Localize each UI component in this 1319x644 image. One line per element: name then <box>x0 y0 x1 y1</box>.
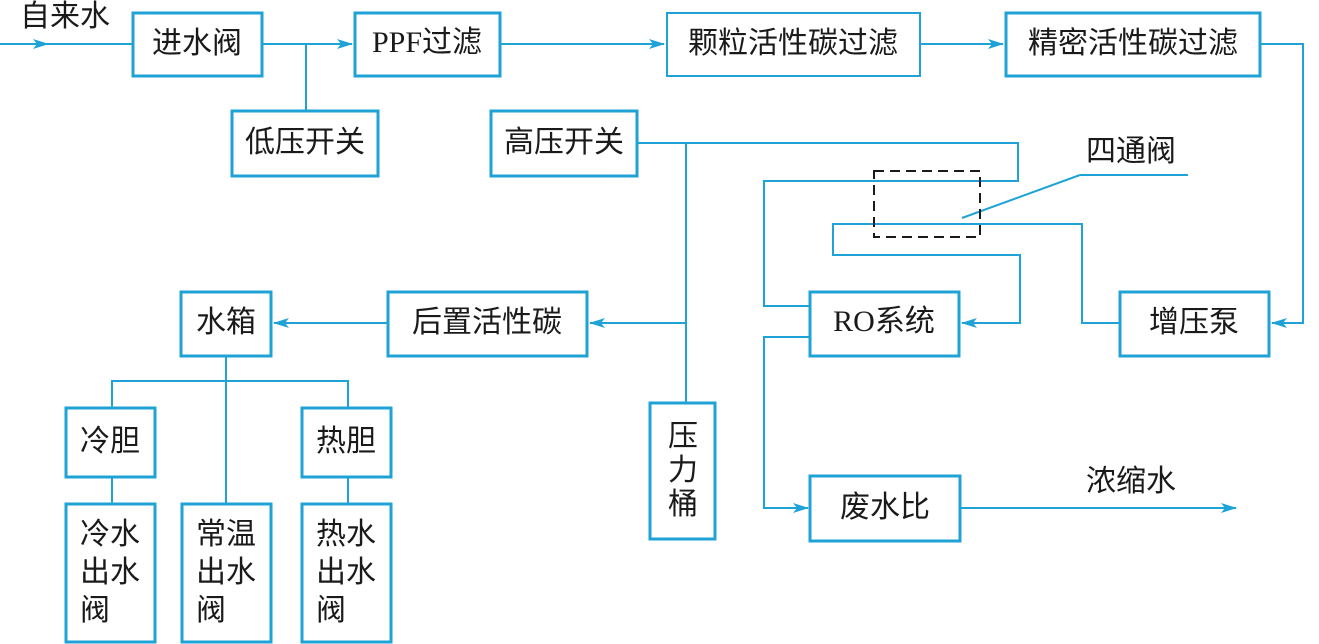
node-water-tank: 水箱 <box>179 290 273 358</box>
node-normal-outlet-label-2: 出水 <box>196 555 256 590</box>
node-waste-ratio: 废水比 <box>808 474 962 543</box>
label-concentrate: 浓缩水 <box>1086 464 1176 499</box>
line-tank-distribution <box>111 380 349 408</box>
node-cold-outlet-label-2: 出水 <box>80 555 140 590</box>
node-normal-outlet-valve: 常温 出水 阀 <box>180 502 273 644</box>
node-cold-tank: 冷胆 <box>64 406 157 479</box>
node-normal-outlet-label-1: 常温 <box>196 517 256 552</box>
node-ppf-filter: PPF过滤 <box>353 11 502 78</box>
node-pressure-bucket-label-2: 力 <box>668 453 698 488</box>
line-ro-to-waste-ratio <box>763 336 810 513</box>
node-cold-tank-label: 冷胆 <box>80 424 140 459</box>
node-pressure-bucket: 压 力 桶 <box>648 401 717 541</box>
node-normal-outlet-label-3: 阀 <box>196 593 226 628</box>
node-precision-carbon: 精密活性碳过滤 <box>1004 11 1262 78</box>
node-low-pressure-switch-label: 低压开关 <box>245 125 365 160</box>
node-hot-outlet-label-2: 出水 <box>316 555 376 590</box>
node-pressure-bucket-label-3: 桶 <box>668 487 698 522</box>
node-hot-tank: 热胆 <box>300 406 393 479</box>
node-granular-carbon-label: 颗粒活性碳过滤 <box>688 26 898 61</box>
node-low-pressure-switch: 低压开关 <box>230 109 380 178</box>
four-way-valve-region <box>873 170 981 238</box>
connectors <box>0 39 1304 513</box>
node-granular-carbon: 颗粒活性碳过滤 <box>666 12 921 77</box>
node-cold-outlet-label-3: 阀 <box>80 593 110 628</box>
node-hot-tank-label: 热胆 <box>316 424 376 459</box>
node-post-carbon: 后置活性碳 <box>386 290 589 358</box>
node-ro-system-label: RO系统 <box>833 305 935 338</box>
node-precision-carbon-label: 精密活性碳过滤 <box>1028 26 1238 61</box>
node-waste-ratio-label: 废水比 <box>840 490 930 525</box>
node-high-pressure-switch: 高压开关 <box>489 109 639 178</box>
node-post-carbon-label: 后置活性碳 <box>412 305 562 340</box>
node-hot-outlet-valve: 热水 出水 阀 <box>300 502 393 644</box>
node-ppf-filter-label: PPF过滤 <box>372 26 482 59</box>
node-high-pressure-switch-label: 高压开关 <box>504 125 624 160</box>
node-hot-outlet-label-3: 阀 <box>316 593 346 628</box>
node-inlet-valve-label: 进水阀 <box>152 26 242 61</box>
line-precision-to-booster <box>1260 43 1304 328</box>
four-way-valve-leader <box>961 174 1081 219</box>
node-pressure-bucket-label-1: 压 <box>668 419 698 454</box>
node-cold-outlet-valve: 冷水 出水 阀 <box>64 502 157 644</box>
label-four-way-valve: 四通阀 <box>1086 134 1176 169</box>
line-ro-to-fourway <box>637 142 1019 307</box>
node-ro-system: RO系统 <box>808 290 961 358</box>
node-water-tank-label: 水箱 <box>196 305 256 340</box>
node-booster-pump-label: 增压泵 <box>1149 305 1239 340</box>
label-tap-water: 自来水 <box>20 0 110 34</box>
node-cold-outlet-label-1: 冷水 <box>80 517 140 552</box>
node-inlet-valve: 进水阀 <box>131 11 264 78</box>
line-booster-to-fourway <box>832 223 1120 328</box>
node-hot-outlet-label-1: 热水 <box>316 517 376 552</box>
node-booster-pump: 增压泵 <box>1118 290 1271 358</box>
